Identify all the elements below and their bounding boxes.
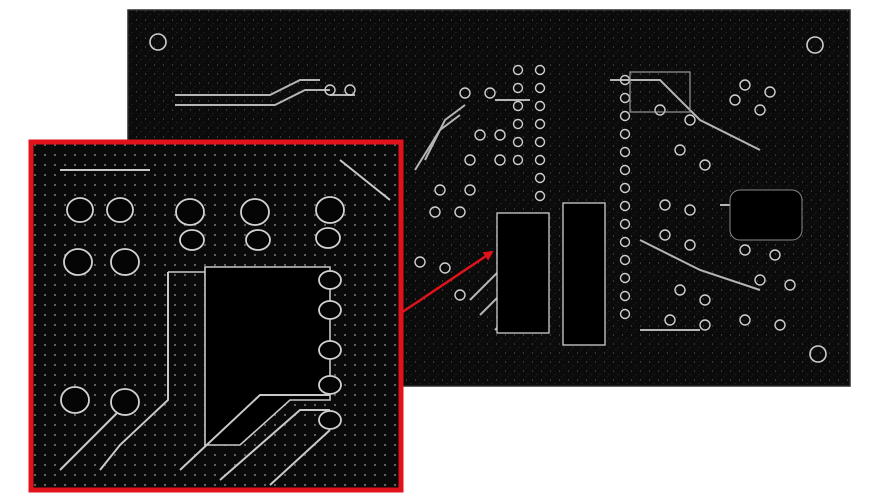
board-pads — [324, 64, 796, 331]
inset-copper-pour — [204, 266, 331, 446]
inset-pads — [60, 196, 345, 430]
mounting-hole-icon — [149, 33, 827, 363]
zoom-callout-arrow — [400, 250, 494, 315]
zoom-inset — [28, 139, 404, 493]
copper-pours — [496, 71, 803, 346]
inset-border — [28, 139, 404, 493]
